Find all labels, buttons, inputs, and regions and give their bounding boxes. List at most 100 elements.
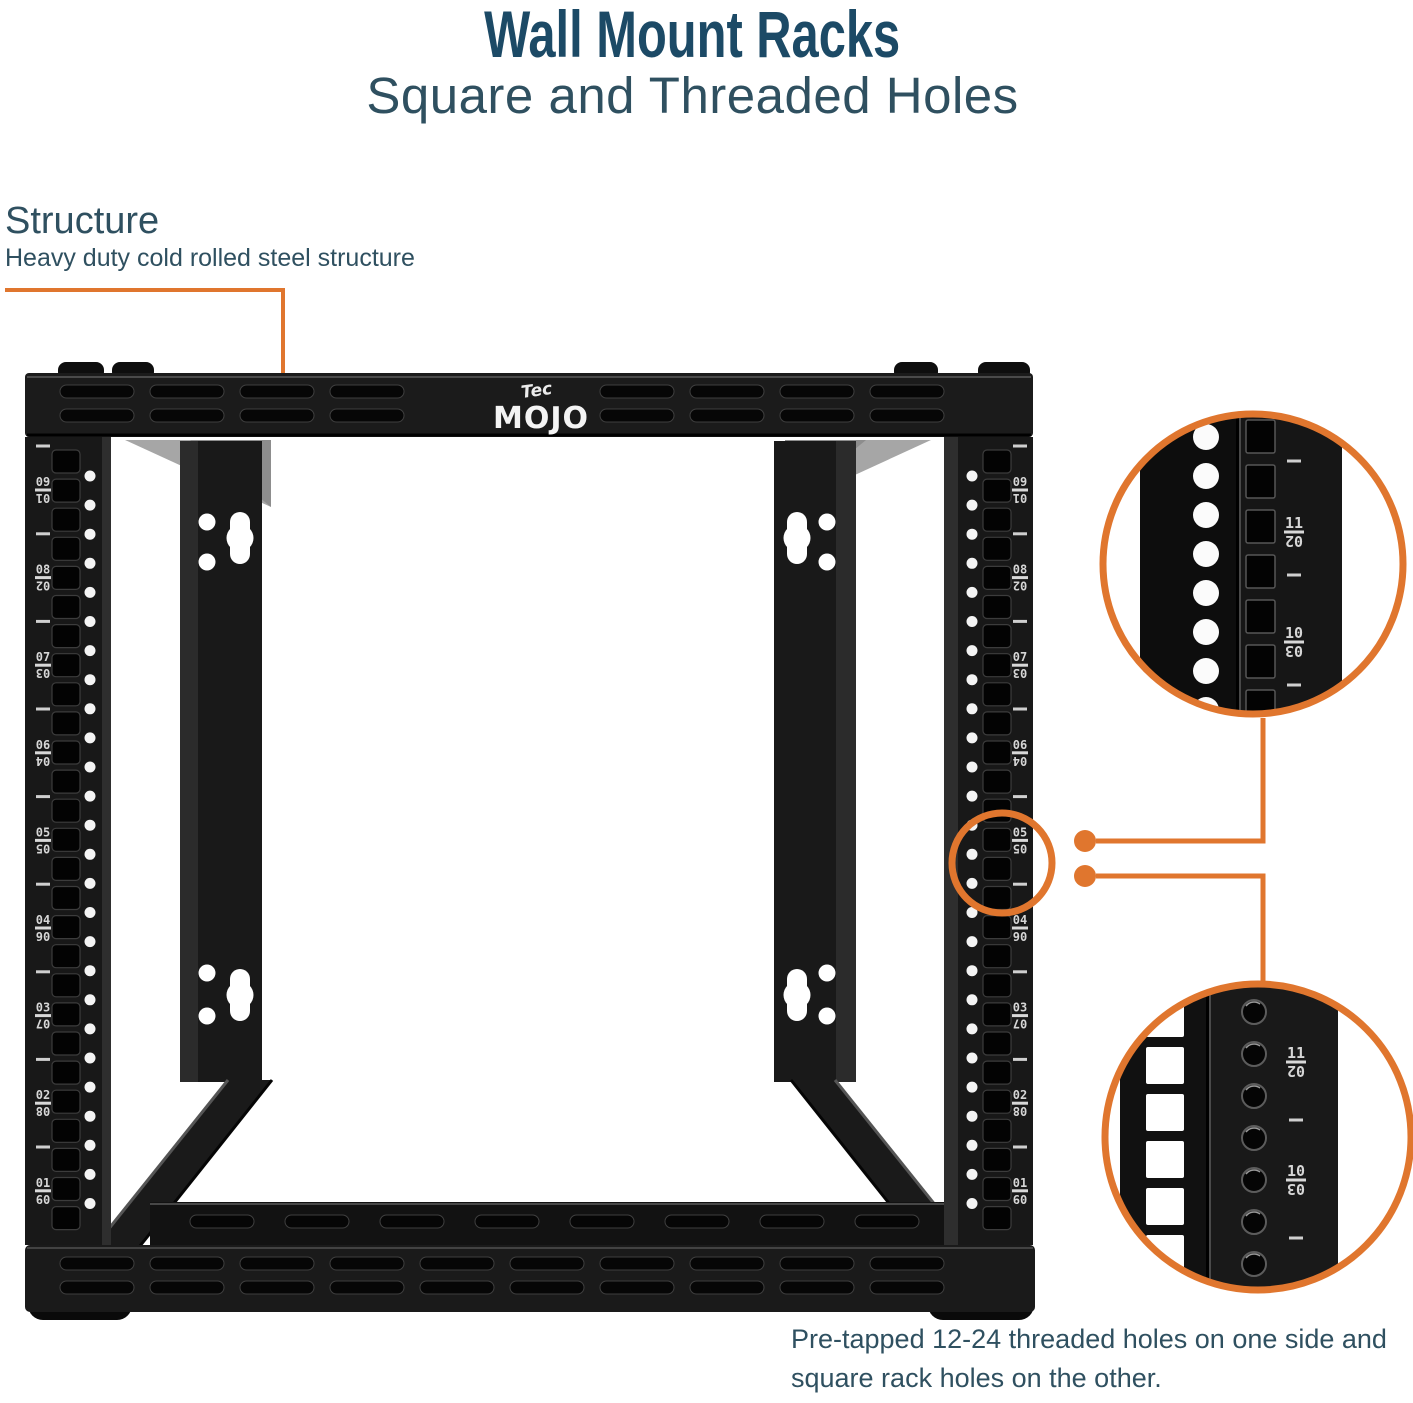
keyhole-slot: [783, 969, 811, 1021]
svg-text:08: 08: [36, 1104, 50, 1118]
brand-logo: Tec MOJO: [493, 379, 589, 436]
svg-text:11: 11: [1287, 1044, 1305, 1062]
svg-text:05: 05: [36, 841, 50, 855]
svg-text:10: 10: [1287, 1162, 1305, 1180]
svg-text:04: 04: [36, 913, 50, 927]
svg-text:08: 08: [1013, 1104, 1027, 1118]
svg-text:03: 03: [36, 666, 50, 680]
detail-circle-bottom-ring: [1101, 980, 1413, 1294]
page-title: Wall Mount Racks: [484, 0, 901, 71]
svg-text:07: 07: [36, 650, 50, 664]
svg-text:09: 09: [1013, 1192, 1027, 1206]
connector-dot-top: [1074, 830, 1096, 852]
structure-description: Heavy duty cold rolled steel structure: [5, 244, 415, 272]
wall-mount-plate-lower-right: [783, 964, 836, 1025]
svg-text:05: 05: [1013, 841, 1027, 855]
svg-text:01: 01: [36, 1176, 50, 1190]
brand-logo-main: MOJO: [493, 401, 589, 436]
svg-text:09: 09: [36, 1192, 50, 1206]
svg-text:11: 11: [1285, 514, 1303, 532]
svg-text:08: 08: [1013, 563, 1027, 577]
left-rail-square-holes: [51, 449, 96, 1231]
svg-text:03: 03: [1013, 1001, 1027, 1015]
svg-text:05: 05: [36, 825, 50, 839]
footnote: Pre-tapped 12-24 threaded holes on one s…: [791, 1320, 1411, 1398]
page-header: Wall Mount Racks Square and Threaded Hol…: [0, 0, 1385, 124]
svg-text:03: 03: [1285, 642, 1303, 660]
svg-text:08: 08: [36, 563, 50, 577]
svg-text:03: 03: [1287, 1180, 1305, 1198]
svg-text:09: 09: [36, 475, 50, 489]
svg-text:06: 06: [36, 738, 50, 752]
svg-text:07: 07: [1013, 1017, 1027, 1031]
svg-text:09: 09: [1013, 475, 1027, 489]
svg-text:04: 04: [36, 754, 50, 768]
keyhole-slot: [226, 969, 254, 1021]
svg-text:04: 04: [1013, 754, 1027, 768]
svg-text:07: 07: [1013, 650, 1027, 664]
svg-text:02: 02: [36, 1088, 50, 1102]
svg-text:03: 03: [1013, 666, 1027, 680]
svg-text:06: 06: [36, 929, 50, 943]
brand-logo-top: Tec: [520, 379, 553, 403]
svg-text:02: 02: [1287, 1062, 1305, 1080]
detail-circle-top-ring: [1099, 410, 1407, 718]
bottom-rail-vent-slots: [59, 1256, 945, 1295]
top-rail: Tec MOJO: [25, 373, 1033, 437]
svg-text:01: 01: [1013, 1176, 1027, 1190]
svg-text:01: 01: [36, 491, 50, 505]
rear-post-left: [180, 441, 262, 1082]
svg-text:02: 02: [1013, 1088, 1027, 1102]
page-subtitle: Square and Threaded Holes: [366, 67, 1019, 124]
rear-bottom-rail: [150, 1202, 1008, 1246]
svg-text:04: 04: [1013, 913, 1027, 927]
rear-bottom-vent-slots: [189, 1214, 920, 1229]
svg-text:07: 07: [36, 1017, 50, 1031]
svg-text:06: 06: [1013, 738, 1027, 752]
svg-text:01: 01: [1013, 491, 1027, 505]
footnote-line2: square rack holes on the other.: [791, 1363, 1162, 1393]
footnote-line1: Pre-tapped 12-24 threaded holes on one s…: [791, 1324, 1387, 1354]
svg-text:03: 03: [36, 1001, 50, 1015]
svg-text:05: 05: [1013, 825, 1027, 839]
svg-text:06: 06: [1013, 929, 1027, 943]
structure-heading: Structure: [5, 200, 160, 242]
svg-text:02: 02: [1285, 532, 1303, 550]
svg-text:02: 02: [36, 579, 50, 593]
rear-post-right: [774, 441, 856, 1082]
structure-callout: Structure Heavy duty cold rolled steel s…: [5, 200, 415, 273]
highlight-ring: [948, 809, 1056, 917]
bottom-rail: [25, 1245, 1035, 1312]
svg-text:10: 10: [1285, 624, 1303, 642]
svg-text:02: 02: [1013, 579, 1027, 593]
keyhole-slot: [783, 512, 811, 564]
connector-dot-bottom: [1074, 865, 1096, 887]
wall-mount-plate-upper-left: [198, 512, 254, 571]
keyhole-slot: [226, 512, 254, 564]
